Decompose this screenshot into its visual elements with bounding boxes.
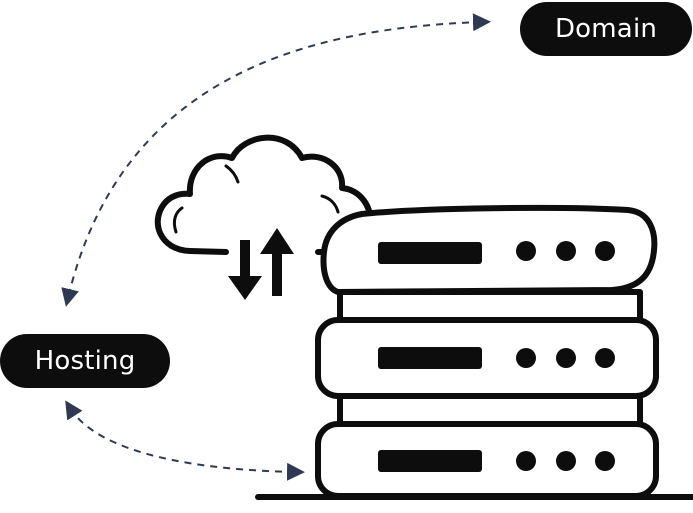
server-rack-icon	[315, 204, 659, 499]
server-unit-middle	[315, 317, 659, 399]
domain-label-text: Domain	[554, 14, 658, 44]
up-down-arrows-icon	[228, 228, 294, 300]
dashed-connector-top	[61, 13, 491, 307]
domain-label: Domain	[520, 2, 692, 56]
cloud-detail-stroke	[172, 206, 184, 234]
hosting-label: Hosting	[0, 334, 170, 388]
server-unit-top	[320, 204, 658, 295]
cloud-detail-stroke-3	[320, 194, 340, 214]
hosting-label-text: Hosting	[34, 346, 136, 376]
cloud-detail-stroke-2	[224, 164, 240, 184]
dashed-connector-bottom	[65, 400, 305, 481]
server-unit-bottom	[315, 421, 659, 499]
